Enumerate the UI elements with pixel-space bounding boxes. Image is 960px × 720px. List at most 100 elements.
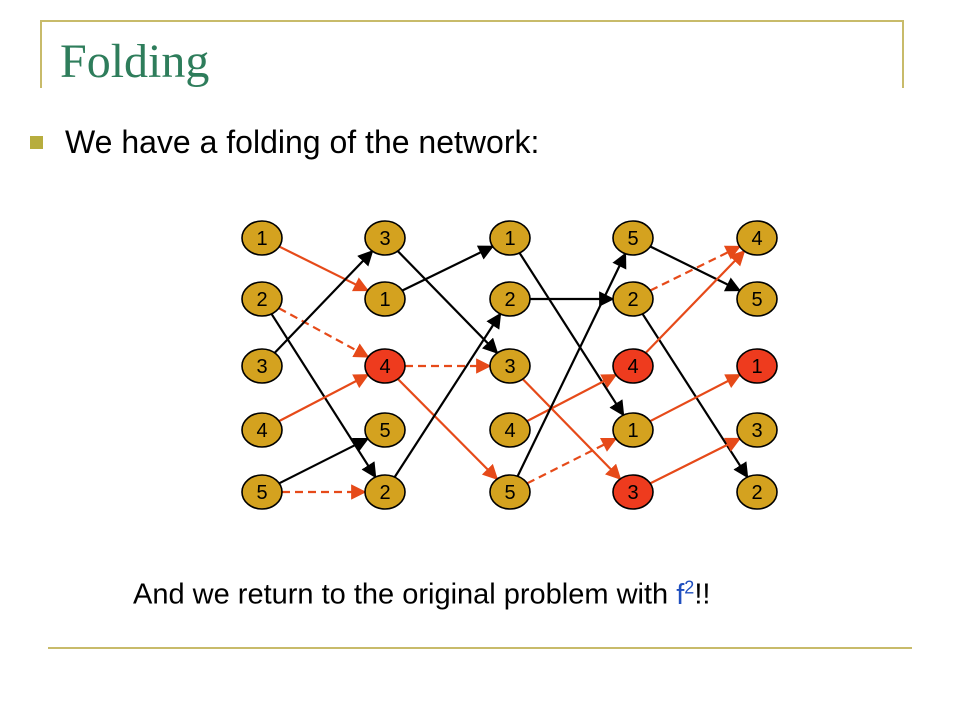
node-circle xyxy=(736,474,778,510)
edge-black-solid-11 xyxy=(393,312,502,478)
edge-black-solid-3 xyxy=(273,250,374,354)
edge-red-solid-22 xyxy=(649,373,742,423)
footer-text-before: And we return to the original problem wi… xyxy=(133,578,677,611)
frame-bottom-line xyxy=(48,647,912,649)
node-circle xyxy=(736,412,778,448)
edge-red-solid-4 xyxy=(278,373,370,423)
bullet-text: We have a folding of the network: xyxy=(65,124,540,160)
node-circle xyxy=(241,220,283,256)
node-circle xyxy=(241,412,283,448)
node-circle xyxy=(612,474,654,510)
node-label: 1 xyxy=(256,228,267,250)
node-col1-row1: 1 xyxy=(241,220,283,256)
node-col2-row2: 1 xyxy=(364,281,406,317)
edge-red-dashed-1 xyxy=(278,307,370,358)
node-circle xyxy=(736,220,778,256)
node-label: 4 xyxy=(504,420,515,442)
node-col4-row2: 2 xyxy=(612,281,654,317)
node-label: 3 xyxy=(504,356,515,378)
node-label: 4 xyxy=(751,228,762,250)
node-col3-row3: 3 xyxy=(489,348,531,384)
node-label: 1 xyxy=(627,420,638,442)
node-label: 5 xyxy=(627,228,638,250)
edge-black-solid-8 xyxy=(401,245,495,292)
edge-red-solid-0 xyxy=(278,245,370,292)
node-label: 3 xyxy=(256,356,267,378)
node-col4-row1: 5 xyxy=(612,220,654,256)
node-circle xyxy=(612,220,654,256)
footer-var-f: f xyxy=(676,578,685,611)
node-circle xyxy=(489,220,531,256)
node-label: 4 xyxy=(627,356,638,378)
node-label: 5 xyxy=(379,420,390,442)
node-label: 5 xyxy=(256,482,267,504)
node-col4-row5: 3 xyxy=(612,474,654,510)
node-label: 1 xyxy=(504,228,515,250)
edge-red-solid-14 xyxy=(521,378,622,481)
node-label: 3 xyxy=(379,228,390,250)
node-col2-row5: 2 xyxy=(364,474,406,510)
frame-right-line xyxy=(902,20,904,88)
node-circle xyxy=(364,281,406,317)
node-col5-row3: 1 xyxy=(736,348,778,384)
edge-red-solid-23 xyxy=(649,437,742,485)
node-label: 4 xyxy=(379,356,390,378)
node-col1-row3: 3 xyxy=(241,348,283,384)
frame-left-line xyxy=(40,20,42,88)
node-col1-row5: 5 xyxy=(241,474,283,510)
node-circle xyxy=(612,412,654,448)
node-circle xyxy=(241,281,283,317)
node-col3-row1: 1 xyxy=(489,220,531,256)
bullet-item: We have a folding of the network: xyxy=(30,124,539,161)
footer-variable: f2 xyxy=(676,577,695,611)
node-col5-row1: 4 xyxy=(736,220,778,256)
node-circle xyxy=(364,412,406,448)
node-circle xyxy=(489,412,531,448)
node-col3-row4: 4 xyxy=(489,412,531,448)
node-circle xyxy=(241,348,283,384)
edge-red-solid-21 xyxy=(644,250,746,354)
edge-red-solid-10 xyxy=(397,378,499,481)
node-col1-row4: 4 xyxy=(241,412,283,448)
node-col1-row2: 2 xyxy=(241,281,283,317)
node-col4-row4: 1 xyxy=(612,412,654,448)
node-label: 2 xyxy=(627,289,638,311)
node-circle xyxy=(364,474,406,510)
node-circle xyxy=(612,348,654,384)
node-col2-row3: 4 xyxy=(364,348,406,384)
node-label: 5 xyxy=(751,289,762,311)
node-circle xyxy=(489,348,531,384)
node-col2-row1: 3 xyxy=(364,220,406,256)
node-circle xyxy=(489,281,531,317)
node-label: 5 xyxy=(504,482,515,504)
node-label: 1 xyxy=(751,356,762,378)
node-label: 2 xyxy=(504,289,515,311)
node-label: 3 xyxy=(627,482,638,504)
edge-black-solid-5 xyxy=(278,437,370,485)
footer-text-after: !! xyxy=(694,578,711,611)
edge-red-solid-15 xyxy=(526,373,618,423)
node-col2-row4: 5 xyxy=(364,412,406,448)
node-circle xyxy=(612,281,654,317)
node-col5-row2: 5 xyxy=(736,281,778,317)
slide-title: Folding xyxy=(60,35,210,88)
node-label: 3 xyxy=(751,420,762,442)
node-label: 4 xyxy=(256,420,267,442)
node-col3-row2: 2 xyxy=(489,281,531,317)
node-col3-row5: 5 xyxy=(489,474,531,510)
edge-black-solid-18 xyxy=(649,245,742,292)
edge-red-dashed-17 xyxy=(526,437,618,485)
node-label: 1 xyxy=(379,289,390,311)
node-col5-row4: 3 xyxy=(736,412,778,448)
node-label: 2 xyxy=(379,482,390,504)
frame-top-line xyxy=(40,20,904,22)
node-col4-row3: 4 xyxy=(612,348,654,384)
node-circle xyxy=(364,348,406,384)
footer-superscript: 2 xyxy=(684,577,695,597)
edge-black-solid-16 xyxy=(516,252,627,477)
edge-red-dashed-19 xyxy=(649,245,742,292)
node-circle xyxy=(364,220,406,256)
node-label: 2 xyxy=(751,482,762,504)
node-label: 2 xyxy=(256,289,267,311)
node-circle xyxy=(736,348,778,384)
